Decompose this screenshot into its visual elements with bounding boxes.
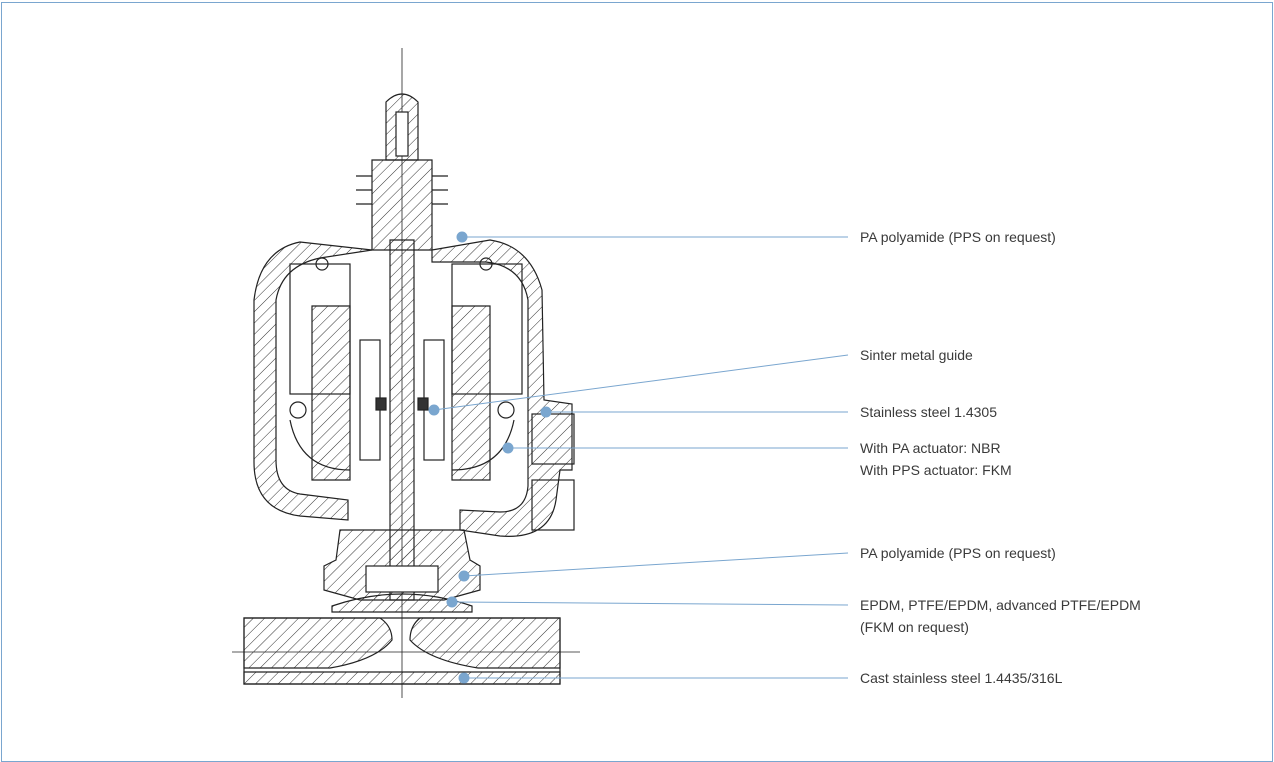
callout-seal: With PA actuator: NBR With PPS actuator:… bbox=[860, 437, 1012, 481]
leader-dot-diaphragm bbox=[446, 596, 458, 608]
piston-left bbox=[311, 305, 351, 481]
actuator-housing-left bbox=[253, 241, 373, 521]
callout-actuator-housing: PA polyamide (PPS on request) bbox=[860, 226, 1056, 248]
callout-line: With PA actuator: NBR bbox=[860, 440, 1001, 456]
spring-ball-right bbox=[497, 401, 515, 419]
callout-line: Sinter metal guide bbox=[860, 347, 973, 363]
leader-dot-seal bbox=[502, 442, 514, 454]
air-connection-upper bbox=[531, 413, 575, 465]
callout-line: PA polyamide (PPS on request) bbox=[860, 229, 1056, 245]
callout-line: Stainless steel 1.4305 bbox=[860, 404, 997, 420]
leader-dot-valve-body bbox=[458, 672, 470, 684]
diaphragm bbox=[331, 593, 473, 613]
callout-spindle: Stainless steel 1.4305 bbox=[860, 401, 997, 423]
leader-dot-spindle bbox=[540, 406, 552, 418]
leader-line-diaphragm bbox=[451, 601, 849, 606]
spring-ball-left bbox=[289, 401, 307, 419]
callout-bonnet: PA polyamide (PPS on request) bbox=[860, 542, 1056, 564]
callout-line: Cast stainless steel 1.4435/316L bbox=[860, 670, 1063, 686]
air-connection-lower bbox=[531, 479, 575, 531]
callout-line: (FKM on request) bbox=[860, 619, 969, 635]
callout-valve-body: Cast stainless steel 1.4435/316L bbox=[860, 667, 1062, 689]
indicator-housing bbox=[371, 159, 433, 251]
callout-guide: Sinter metal guide bbox=[860, 344, 973, 366]
leader-dot-bonnet bbox=[458, 570, 470, 582]
valve-cross-section bbox=[232, 48, 849, 698]
callout-line: PA polyamide (PPS on request) bbox=[860, 545, 1056, 561]
leader-line-guide bbox=[433, 354, 849, 411]
leader-dot-actuator-housing bbox=[456, 231, 468, 243]
callout-line: With PPS actuator: FKM bbox=[860, 462, 1012, 478]
callout-line: EPDM, PTFE/EPDM, advanced PTFE/EPDM bbox=[860, 597, 1141, 613]
callout-diaphragm: EPDM, PTFE/EPDM, advanced PTFE/EPDM (FKM… bbox=[860, 594, 1141, 638]
leader-dot-guide bbox=[428, 404, 440, 416]
leader-line-bonnet bbox=[463, 552, 849, 577]
piston-right bbox=[451, 305, 491, 481]
